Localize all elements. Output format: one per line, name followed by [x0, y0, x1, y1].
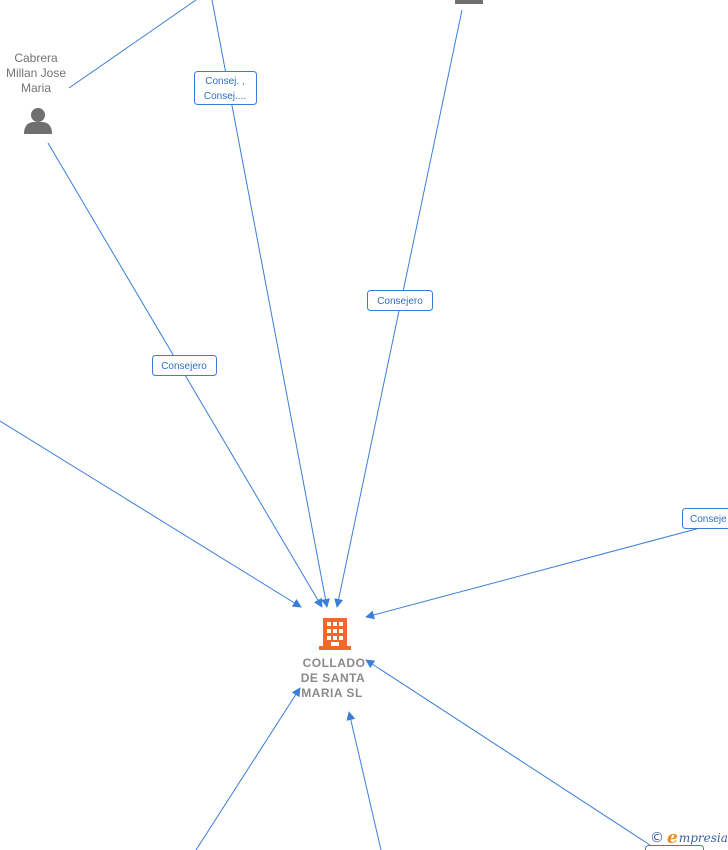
- brand-logo-text: mpresia: [678, 831, 728, 845]
- building-icon: [319, 618, 351, 650]
- company-name-line2: DE SANTA: [301, 671, 365, 685]
- edge-label-consejero-top[interactable]: Consejero: [367, 290, 433, 311]
- edge-label-consejero-left[interactable]: Consejero: [152, 355, 217, 376]
- edge-right-to-company: [365, 527, 701, 620]
- edge-label-text: Consejero: [161, 361, 207, 372]
- person-name-line2: Millan Jose: [6, 66, 66, 80]
- edge-label-line2: Consej....: [204, 91, 246, 102]
- edge-label-line1: Consej. ,: [205, 76, 244, 87]
- person-name-line1: Cabrera: [14, 51, 58, 65]
- company-name-line3: MARIA SL: [301, 686, 363, 700]
- edge-label-text: Conseje: [690, 514, 727, 525]
- person-icon: [24, 108, 52, 134]
- edge-bottom-to-company: [346, 711, 382, 850]
- brand-logo-initial: e: [667, 828, 678, 848]
- edge-bottom-right-to-company: [365, 659, 651, 846]
- edges: [0, 0, 701, 850]
- edge-label-partial[interactable]: [645, 845, 704, 850]
- company-name-line1: COLLADO: [303, 656, 366, 670]
- edge-bottom-left-to-company: [195, 687, 301, 850]
- copyright-symbol: ©: [650, 830, 664, 846]
- empresia-watermark[interactable]: © e mpresia: [650, 828, 728, 848]
- edge-label-consej-multi[interactable]: Consej. , Consej....: [194, 71, 257, 105]
- company-node-collado[interactable]: COLLADO DE SANTA MARIA SL: [301, 618, 366, 700]
- person-icon-partial[interactable]: [455, 0, 483, 4]
- person-name-line3: Maria: [21, 81, 51, 95]
- person-node-cabrera[interactable]: Cabrera Millan Jose Maria: [6, 51, 66, 134]
- edge-top-left-to-cabrera: [68, 0, 197, 89]
- edge-label-text: Consejero: [377, 296, 423, 307]
- edge-label-consejero-right[interactable]: Conseje: [682, 508, 728, 529]
- edge-left-to-company: [0, 420, 302, 608]
